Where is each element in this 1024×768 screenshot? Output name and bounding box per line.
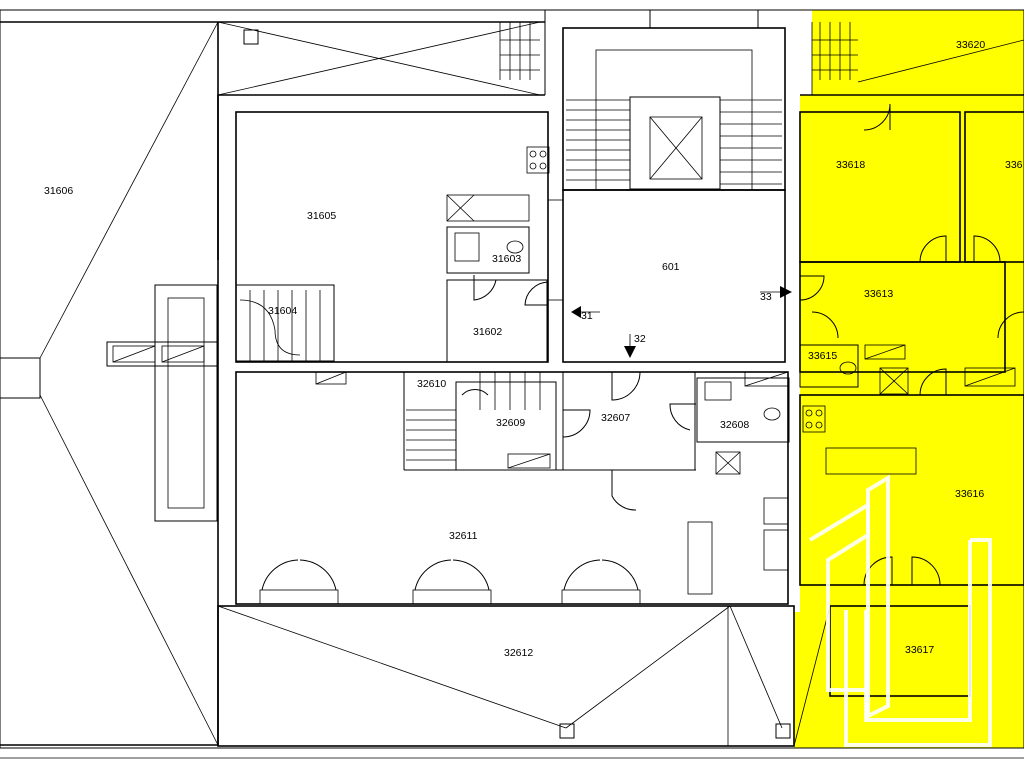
marker-31: 31 <box>581 310 593 322</box>
highlighted-wing <box>794 10 1024 748</box>
room-label-31603: 31603 <box>492 253 521 265</box>
room-label-32609: 32609 <box>496 417 525 429</box>
room-label-33620: 33620 <box>956 39 985 51</box>
room-label-33613: 33613 <box>864 288 893 300</box>
room-label-32608: 32608 <box>720 419 749 431</box>
room-label-32607: 32607 <box>601 412 630 424</box>
room-label-32611: 32611 <box>449 530 478 542</box>
watermark-logo <box>808 474 992 747</box>
room-label-31602: 31602 <box>473 326 502 338</box>
room-label-33615: 33615 <box>808 350 837 362</box>
marker-32: 32 <box>634 333 646 345</box>
room-label-33618: 33618 <box>836 159 865 171</box>
room-label-32612: 32612 <box>504 647 533 659</box>
room-label-31604: 31604 <box>268 305 297 317</box>
room-label-33617: 33617 <box>905 644 934 656</box>
room-labels: 31606 31605 31604 31603 31602 601 32610 … <box>44 39 1023 659</box>
room-label-33616: 33616 <box>955 488 984 500</box>
room-label-31605: 31605 <box>307 210 336 222</box>
level-markers: 31 32 33 <box>571 286 792 358</box>
room-label-601: 601 <box>662 261 680 273</box>
room-label-336-partial: 336 <box>1005 159 1023 171</box>
building-walls <box>0 9 1024 759</box>
room-label-32610: 32610 <box>417 378 446 390</box>
marker-33: 33 <box>760 291 772 303</box>
room-label-31606: 31606 <box>44 185 73 197</box>
door-swings <box>261 103 1024 591</box>
